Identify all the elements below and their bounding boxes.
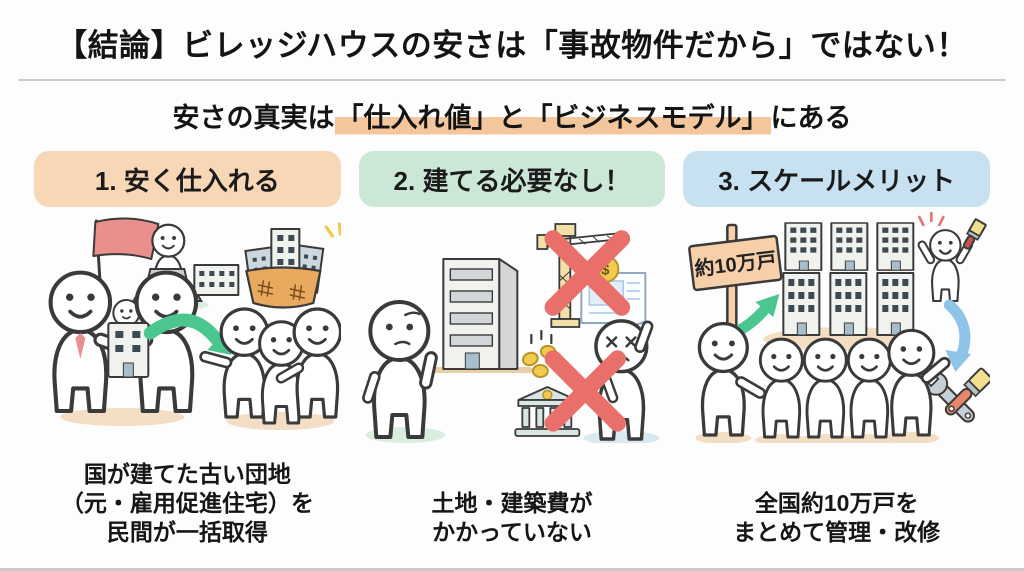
- small-building-icon: [107, 322, 150, 378]
- caption-line: まとめて管理・改修: [733, 519, 941, 546]
- card2-illustration: $: [359, 209, 666, 443]
- painter-person-icon: [916, 211, 988, 303]
- sparkle-icon: [918, 211, 945, 227]
- red-x-icon: [544, 350, 626, 432]
- svg-text:$: $: [601, 262, 610, 279]
- bottom-edge-strip: [0, 568, 1024, 571]
- caption-line: 民間が一括取得: [106, 519, 268, 546]
- thinking-person-icon: [360, 300, 439, 439]
- card-cheap-acquisition: 1. 安く仕入れる: [34, 151, 341, 571]
- page-subtitle: 安さの真実は「仕入れ値」と「ビジネスモデル」にある: [0, 96, 1024, 136]
- ground-shadow: [60, 408, 185, 426]
- card-no-construction: 2. 建てる必要なし！: [358, 151, 666, 571]
- subtitle-highlighted-text: 「仕入れ値」と「ビジネスモデル」: [334, 103, 771, 136]
- card2-caption: 土地・建築費が かかっていない: [359, 489, 666, 547]
- card-scale-merit: 3. スケールメリット: [683, 151, 991, 571]
- caption-line: 国が建てた古い団地: [83, 461, 291, 488]
- card1-illustration: [34, 209, 341, 443]
- card3-header-pill: 3. スケールメリット: [683, 151, 991, 207]
- red-x-icon: [544, 230, 630, 316]
- subtitle-suffix: にある: [770, 103, 852, 133]
- card1-header-pill: 1. 安く仕入れる: [34, 151, 341, 207]
- building-icon: [193, 264, 240, 296]
- signboard-icon: 約10万戸: [688, 223, 783, 333]
- people-group-icons: [695, 324, 953, 443]
- caption-line: かかっていない: [432, 519, 592, 546]
- caption-line: 全国約10万戸を: [754, 490, 919, 517]
- card2-header-pill: 2. 建てる必要なし！: [358, 151, 666, 207]
- private-people-icons: [198, 309, 341, 423]
- government-people-icons: [51, 273, 196, 411]
- card1-caption: 国が建てた古い団地 （元・雇用促進住宅）を 民間が一括取得: [34, 460, 341, 547]
- paintbrush-icon: [963, 218, 988, 250]
- ground-shadow-blue: [583, 431, 659, 443]
- scale-merit-illustration: 約10万戸: [688, 211, 991, 443]
- blue-arrow-icon: [944, 299, 972, 372]
- bank-icon: [514, 386, 580, 437]
- card3-illustration: 約10万戸: [683, 209, 991, 443]
- page-title: 【結論】ビレッジハウスの安さは「事故物件だから」ではない！: [56, 28, 968, 63]
- divider-line: [18, 79, 1006, 81]
- acquisition-illustration: [34, 217, 341, 430]
- tools-icon: [921, 367, 991, 423]
- caption-line: 土地・建築費が: [431, 490, 593, 517]
- card-row: 1. 安く仕入れる: [0, 151, 1024, 571]
- ground-shadow: [226, 412, 335, 430]
- tall-building-icon: [442, 258, 519, 370]
- apartment-blocks-icons: [782, 222, 915, 336]
- caption-line: （元・雇用促進住宅）を: [60, 490, 314, 517]
- basket-of-buildings-icon: [244, 222, 341, 309]
- card3-caption: 全国約10万戸を まとめて管理・改修: [683, 489, 990, 547]
- no-construction-illustration: $: [360, 223, 659, 443]
- subtitle-prefix: 安さの真実は: [172, 103, 335, 133]
- sparkle-icon: [324, 222, 341, 238]
- paintbrush-icon: [945, 367, 991, 416]
